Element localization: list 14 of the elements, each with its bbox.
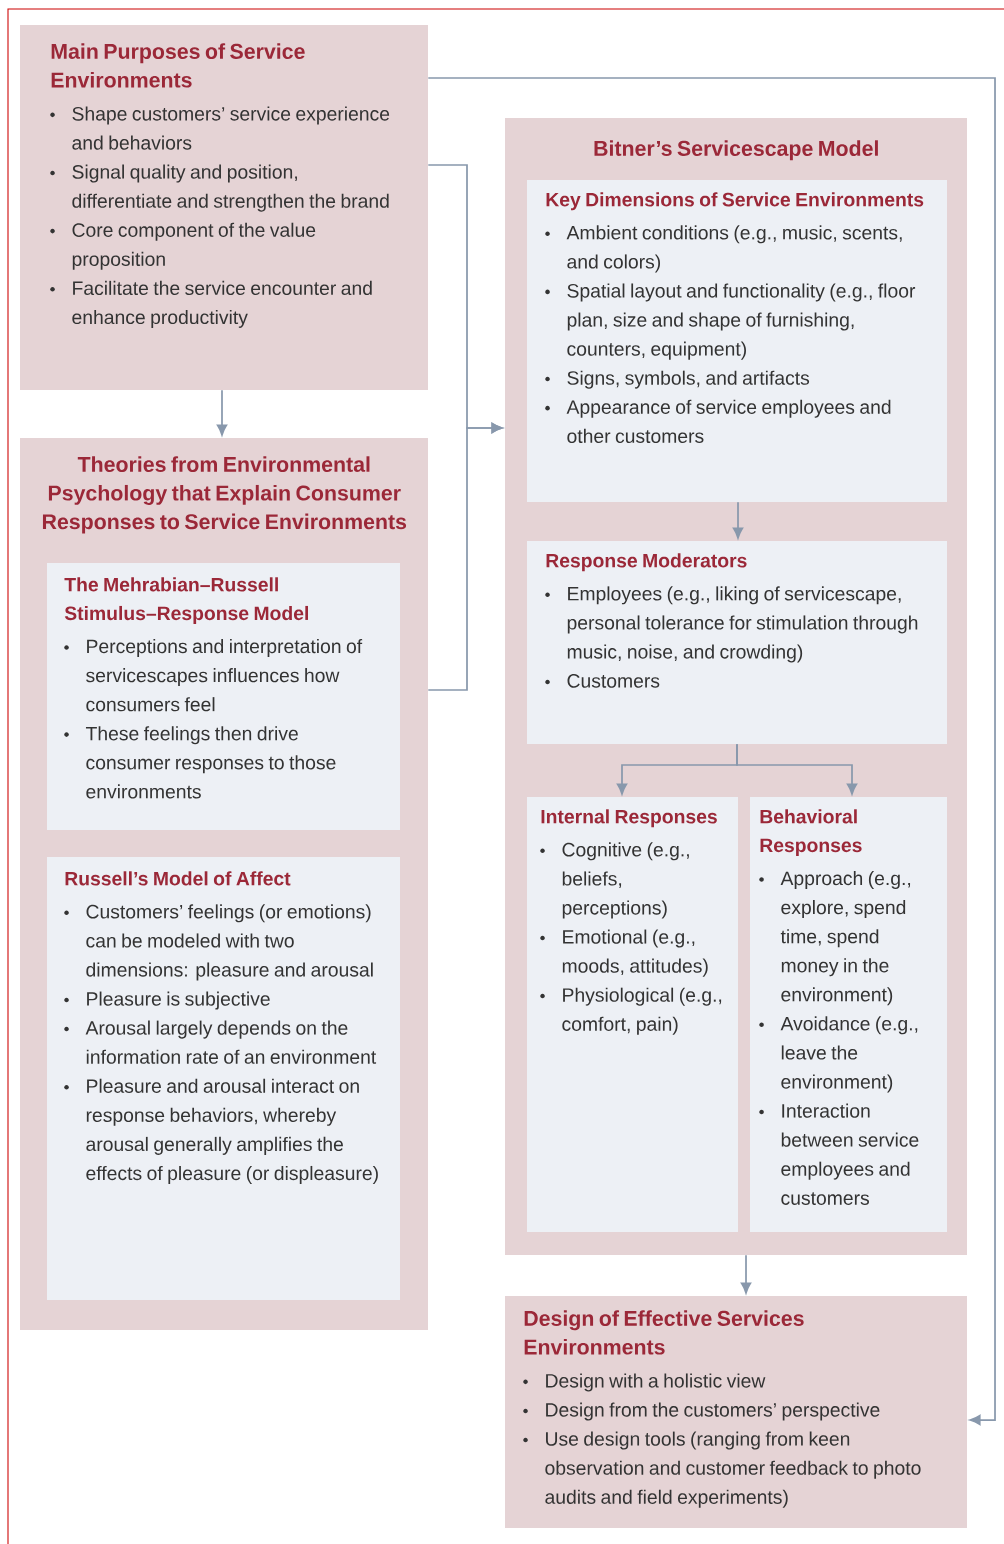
content-box: Behavioral Responses Approach (e.g., explore, spend time, spend money in the environment) Avoidance (e.g., leave the environment) Interaction between service employees and customers bbox=[750, 797, 947, 1232]
arrow bbox=[427, 422, 503, 691]
content-box: Response Moderators Employees (e.g., liking of servicescape, personal tolerance for stimulation through music, noise, and crowding) Customers bbox=[527, 541, 947, 744]
content-box: The Mehrabian–Russell Stimulus–Response Model Perceptions and interpretation of servicescapes influences how consumers feel These feelings then drive consumer responses to those environments bbox=[47, 563, 400, 830]
content-box: Key Dimensions of Service Environments Ambient conditions (e.g., music, scents, and colors) Spatial layout and functionality (e.g., floor plan, size and shape of furnishing, counters, equipment) Signs, symbols, and artifacts Appearance of service employees and other customers bbox=[527, 180, 947, 502]
content-panel: Main Purposes of Service Environments Shape customers’ service experience and behaviors Signal quality and position, differentiate and strengthen the brand Core component of the value proposition Facilitate the service encounter and enhance productivity bbox=[20, 25, 428, 390]
arrow bbox=[427, 77, 996, 1426]
content-panel: Design of Effective Services Environments Design with a holistic view Design from the customers’ perspective Use design tools (ranging from keen observation and customer feedback to photo audits and field experiments) bbox=[505, 1296, 967, 1528]
arrow bbox=[740, 1254, 752, 1294]
arrow bbox=[736, 743, 858, 795]
content-box: Internal Responses Cognitive (e.g., beliefs, perceptions) Emotional (e.g., moods, attitudes) Physiological (e.g., comfort, pain) bbox=[527, 797, 738, 1232]
arrow bbox=[732, 501, 744, 539]
arrow bbox=[216, 389, 228, 436]
content-box: Russell’s Model of Affect Customers’ feelings (or emotions) can be modeled with two dimensions: pleasure and arousal Pleasure is subjective Arousal largely depends on the information rate of an environment Pleasure and arousal interact on response behaviors, whereby arousal generally amplifies the effects of pleasure (or displeasure) bbox=[47, 857, 400, 1300]
